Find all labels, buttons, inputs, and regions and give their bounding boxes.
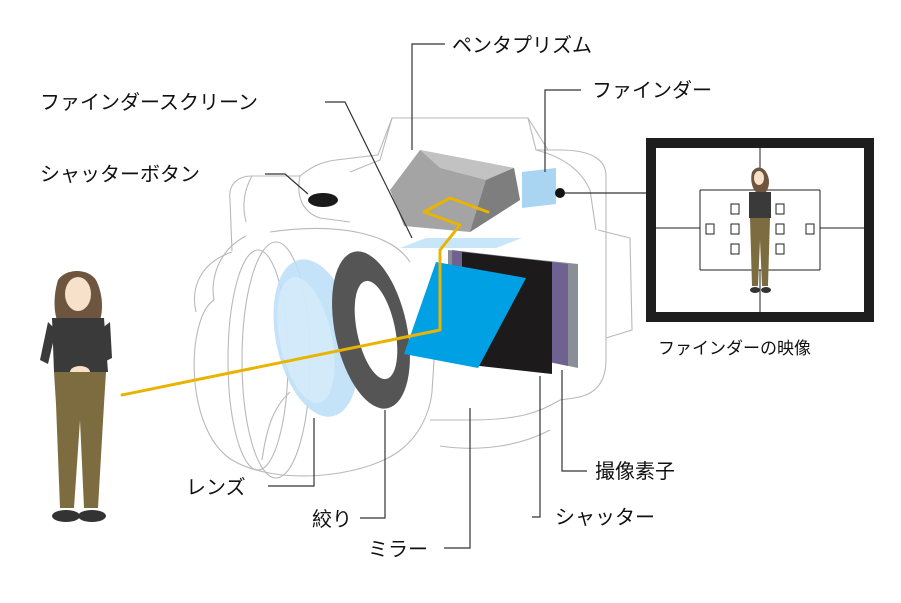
aperture-shape	[332, 251, 410, 409]
label-pentaprism: ペンタプリズム	[452, 33, 592, 57]
label-lens: レンズ	[186, 475, 246, 499]
viewfinder-image	[565, 138, 874, 322]
label-mirror: ミラー	[368, 537, 428, 561]
finder-window-shape	[522, 168, 556, 208]
label-shutter-button: シャッターボタン	[40, 162, 200, 186]
viewfinder-person	[749, 167, 771, 293]
label-finder: ファインダー	[592, 78, 712, 102]
leader-lines	[265, 43, 587, 549]
mirror-shape	[404, 262, 526, 368]
label-sensor: 撮像素子	[595, 459, 675, 483]
light-path	[120, 196, 490, 397]
label-aperture: 絞り	[312, 507, 352, 531]
pentaprism-shape	[390, 150, 520, 232]
label-finder-screen: ファインダースクリーン	[40, 90, 258, 114]
focusing-screen-shape	[400, 238, 522, 248]
label-shutter: シャッター	[555, 505, 655, 529]
shutter-button-shape	[308, 193, 338, 207]
finder-dot	[555, 188, 565, 198]
label-finder-image: ファインダーの映像	[658, 339, 811, 359]
person-figure	[40, 271, 112, 522]
